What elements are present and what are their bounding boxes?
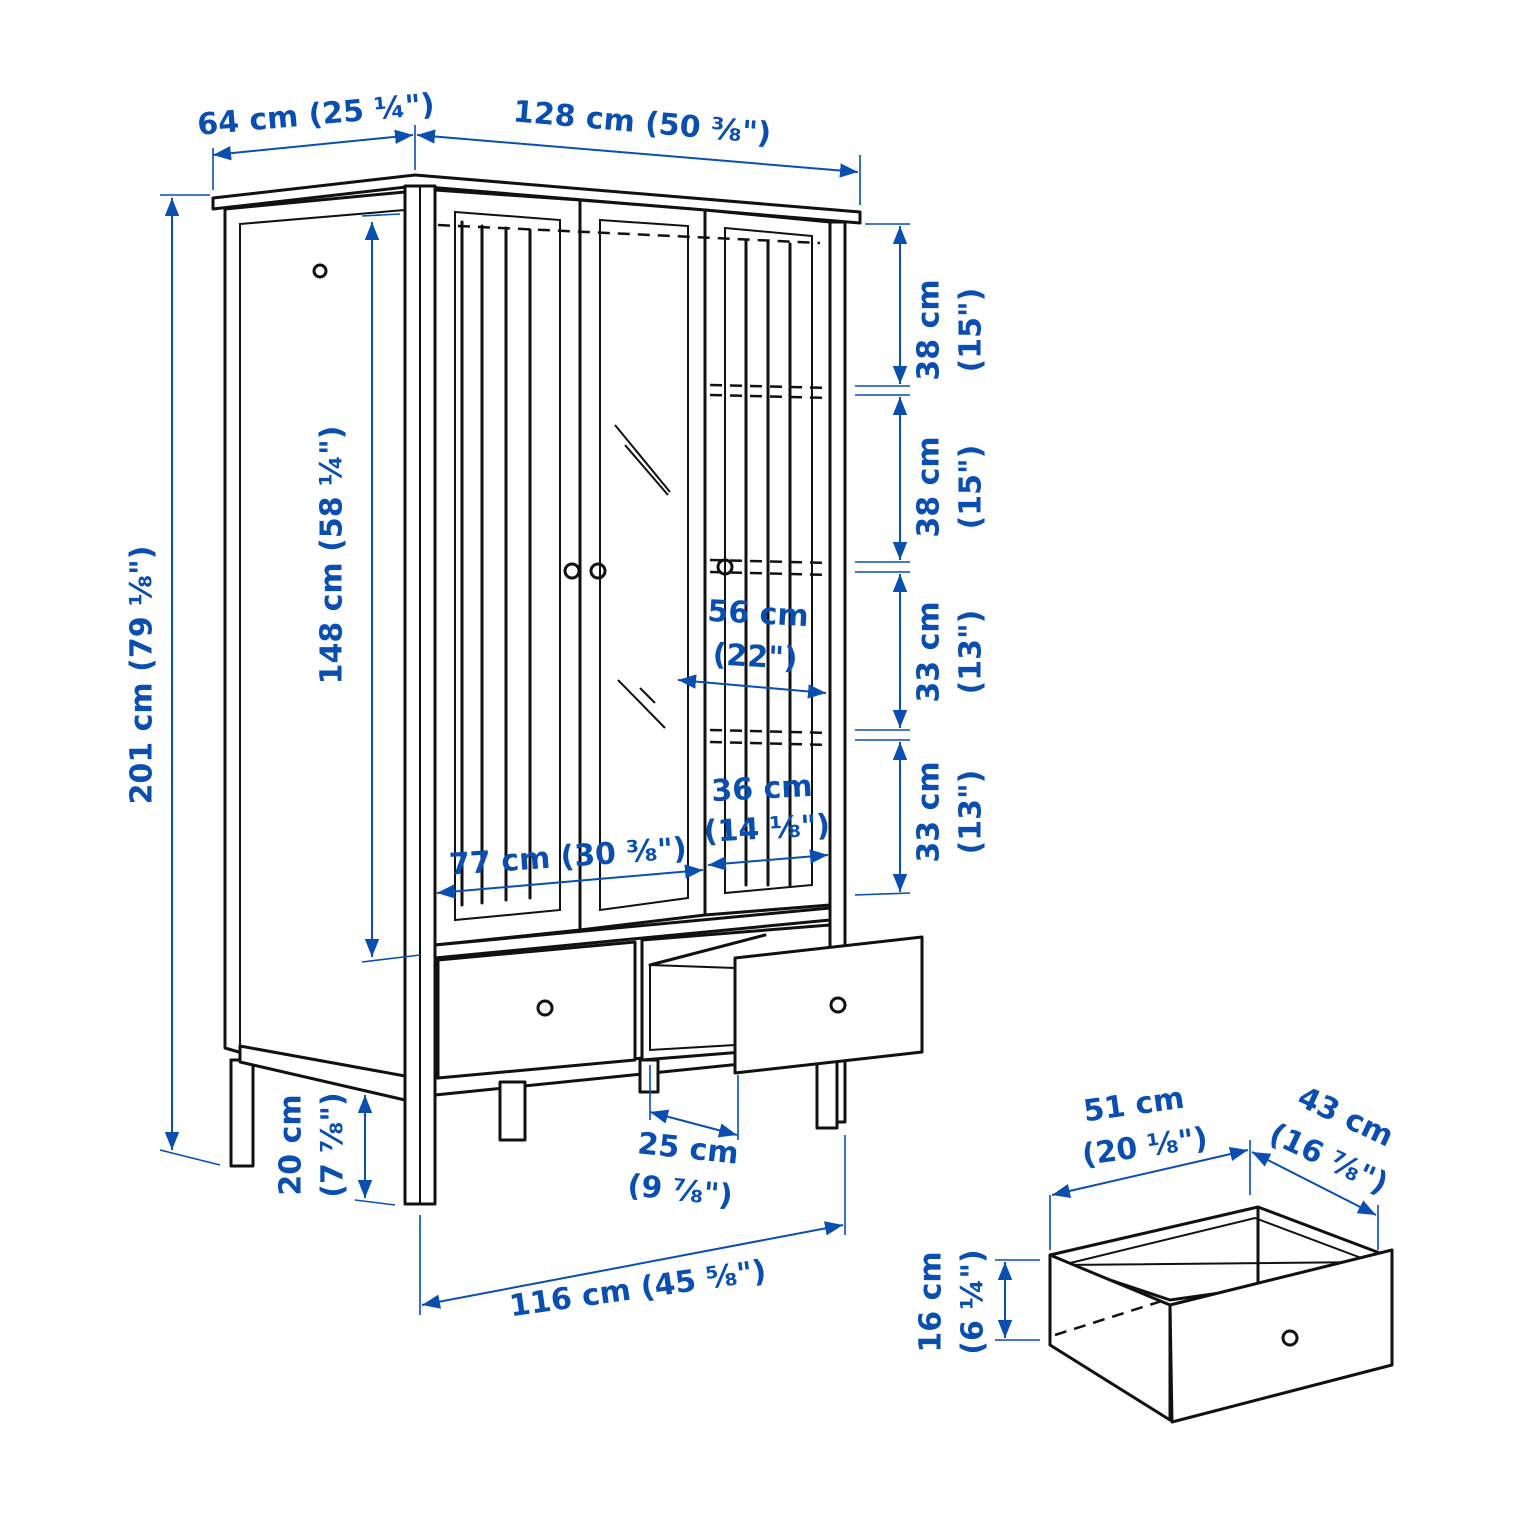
- door-knob-icon: [563, 562, 581, 580]
- leg: [498, 1080, 527, 1142]
- glass-reflection: [614, 424, 671, 729]
- shelf-width-cm: 36 cm: [710, 769, 813, 809]
- side-knob-icon: [312, 263, 328, 279]
- shelf-gap-1-in: (15"): [954, 288, 989, 373]
- drawer-side: [1048, 1253, 1172, 1422]
- shelf-gap-4-in: (13"): [954, 770, 989, 855]
- shelf-gap-2-in: (15"): [954, 445, 989, 530]
- drawer-detail-drawing: [1048, 1205, 1394, 1424]
- drawer-front: [1168, 1248, 1394, 1424]
- shelf-width-in: (14 ⅛"): [703, 808, 831, 850]
- width-label: 128 cm (50 ⅜"): [512, 94, 773, 151]
- shelf-gap-2-cm: 38 cm: [912, 436, 947, 537]
- depth-label: 64 cm (25 ¼"): [196, 87, 436, 143]
- drawer-width-cm: 51 cm: [1081, 1081, 1186, 1130]
- drawer-knob-icon: [536, 999, 554, 1017]
- drawer-right-open: [733, 935, 924, 1075]
- door-knob-icon: [716, 558, 734, 576]
- door-height-label: 148 cm (58 ¼"): [315, 426, 350, 685]
- shelf-depth-in: (22"): [712, 637, 799, 676]
- wardrobe-top: [211, 173, 862, 225]
- drawer-extension-in: (9 ⅞"): [626, 1168, 735, 1214]
- leg: [229, 1058, 255, 1168]
- dimension-lines: [159, 125, 1379, 1341]
- shelf-gap-3-in: (13"): [954, 610, 989, 695]
- leg-height-cm: 20 cm: [274, 1094, 309, 1195]
- wardrobe-drawing: [211, 173, 924, 1206]
- door-bars: [460, 220, 792, 907]
- shelf: [709, 383, 831, 390]
- leg: [638, 1058, 660, 1094]
- drawer-height-cm: 16 cm: [914, 1251, 949, 1352]
- height-label: 201 cm (79 ⅛"): [125, 546, 160, 805]
- shelf: [709, 728, 831, 735]
- shelf-gap-3-cm: 33 cm: [912, 601, 947, 702]
- drawer-height-in: (6 ¼"): [956, 1249, 991, 1354]
- drawer-knob-icon: [1281, 1329, 1299, 1347]
- shelf-gap-1-cm: 38 cm: [912, 279, 947, 380]
- shelf-depth-cm: 56 cm: [707, 594, 810, 634]
- drawer-left: [436, 940, 637, 1080]
- leg: [815, 1058, 839, 1130]
- clothes-rail: [437, 223, 821, 245]
- drawer-extension-cm: 25 cm: [636, 1126, 740, 1171]
- shelf-gap-4-cm: 33 cm: [912, 761, 947, 862]
- door-knob-icon: [589, 562, 607, 580]
- drawer-width-in: (20 ⅛"): [1080, 1121, 1210, 1173]
- drawer-knob-icon: [829, 996, 847, 1014]
- leg-height-in: (7 ⅞"): [316, 1092, 351, 1197]
